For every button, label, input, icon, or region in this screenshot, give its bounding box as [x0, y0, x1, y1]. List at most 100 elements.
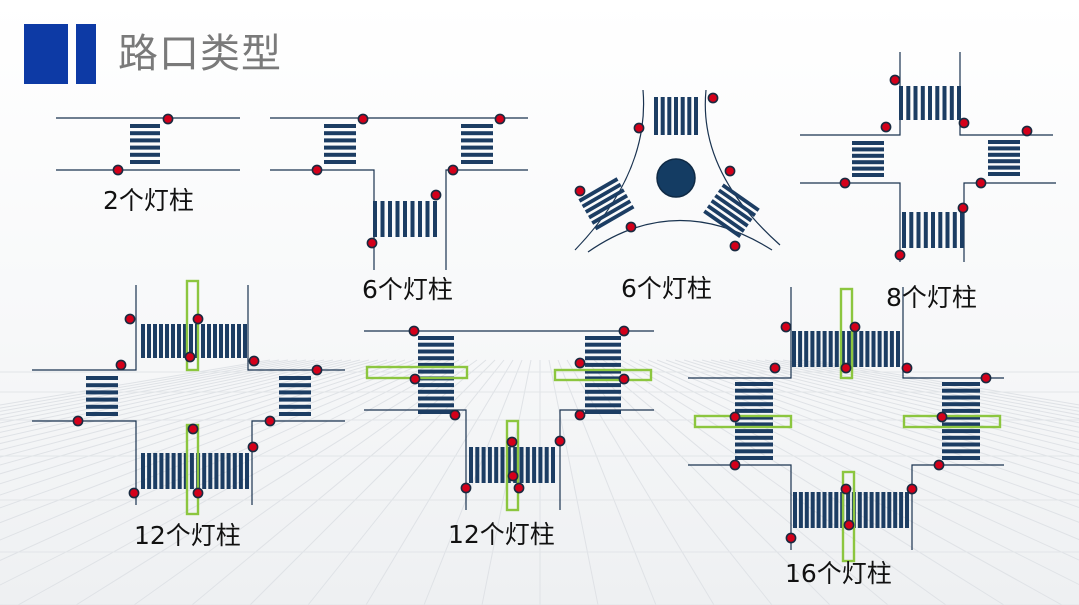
crosswalk-stripe: [500, 447, 505, 483]
floor-grid-line: [0, 359, 388, 475]
floor-grid-line: [0, 359, 361, 451]
crosswalk-stripe: [871, 331, 876, 367]
median-island: [841, 470, 856, 563]
crosswalk-stripe: [853, 331, 858, 367]
crosswalk-stripe: [232, 453, 237, 489]
light-pole-marker: [430, 189, 442, 201]
crosswalk-stripe: [942, 449, 980, 454]
crosswalk-stripe: [214, 453, 219, 489]
light-pole-marker: [618, 325, 630, 337]
light-pole-marker: [72, 415, 84, 427]
crosswalk-stripe: [949, 86, 954, 120]
crosswalk-stripe: [153, 453, 158, 489]
crosswalk-stripe: [988, 165, 1020, 170]
crosswalk-stripe: [816, 492, 821, 528]
crosswalk-stripe: [189, 324, 193, 358]
crosswalk-stripe: [988, 172, 1020, 176]
light-pole-marker: [840, 483, 852, 495]
crosswalk-stripe: [952, 212, 957, 248]
crosswalk: [86, 376, 118, 416]
crosswalk-stripe: [896, 331, 900, 367]
light-pole-marker: [574, 185, 586, 197]
light-pole-marker: [311, 164, 323, 176]
crosswalk-stripe: [735, 415, 773, 420]
crosswalk-stripe: [680, 97, 685, 135]
crosswalk-stripe: [585, 342, 621, 347]
crosswalk: [373, 201, 437, 237]
floor-grid-line: [782, 359, 1079, 416]
crosswalk-stripe: [551, 447, 555, 483]
crosswalk-stripe: [201, 324, 205, 358]
crosswalk-stripe: [207, 324, 211, 358]
crosswalk-stripe: [532, 447, 537, 483]
crosswalk-stripe: [793, 492, 797, 528]
crosswalk: [942, 382, 980, 460]
crosswalk-stripe: [506, 447, 511, 483]
crosswalk-stripe: [225, 324, 229, 358]
light-pole-marker: [840, 362, 852, 374]
crosswalk-stripe: [847, 331, 852, 367]
road-edge: [959, 52, 1053, 136]
floor-grid-line: [629, 359, 1079, 586]
crosswalk-stripe: [171, 324, 175, 358]
floor-grid-line: [674, 359, 1079, 496]
crosswalk-stripe: [942, 408, 980, 413]
light-pole-marker: [248, 355, 260, 367]
floor-grid-line: [548, 359, 599, 605]
crosswalk: [852, 141, 884, 177]
crosswalk-stripe: [494, 447, 499, 483]
caption-crossroad: 8个灯柱: [886, 283, 977, 312]
light-pole-marker: [574, 357, 586, 369]
crosswalk-stripe: [852, 141, 884, 145]
crosswalk-stripe: [373, 201, 377, 237]
crosswalk-stripe: [687, 97, 692, 135]
floor-grid-line: [737, 359, 1079, 439]
caption-t-junction: 6个灯柱: [362, 275, 453, 304]
crosswalk-stripe: [585, 349, 621, 354]
light-pole-marker: [513, 482, 525, 494]
light-pole-marker: [901, 362, 913, 374]
floor-grid-line: [557, 359, 657, 605]
crosswalk-stripe: [942, 382, 980, 386]
crosswalk-stripe: [906, 86, 911, 120]
crosswalk-stripe: [735, 382, 773, 386]
crosswalk-stripe: [418, 349, 454, 354]
crosswalk-stripe: [461, 152, 493, 157]
crosswalk-stripe: [153, 324, 157, 358]
light-pole-marker: [936, 411, 948, 423]
road-edge: [559, 409, 654, 510]
crosswalk-stripe: [721, 183, 760, 212]
crosswalk-stripe: [418, 342, 454, 347]
crosswalk-stripe: [243, 324, 247, 358]
crosswalk-stripe: [988, 146, 1020, 151]
crosswalk-stripe: [942, 429, 980, 434]
crosswalk-stripe: [578, 177, 619, 203]
road-edge: [270, 169, 375, 270]
crosswalk-stripe: [380, 201, 385, 237]
crosswalk-stripe: [942, 388, 980, 393]
crosswalk-stripe: [585, 396, 621, 401]
crosswalk-stripe: [279, 390, 311, 395]
crosswalk-stripe: [461, 138, 493, 143]
crosswalk-stripe: [942, 435, 980, 440]
title-accent-bar: [24, 24, 96, 84]
road-edge: [587, 219, 773, 253]
crosswalk-stripe: [279, 376, 311, 380]
crosswalk-stripe: [585, 410, 621, 414]
floor-grid-line: [566, 359, 715, 605]
crosswalk-stripe: [928, 86, 932, 120]
road-edge: [251, 420, 345, 505]
crosswalk-stripe: [418, 383, 454, 388]
crosswalk-stripe: [654, 97, 658, 135]
light-pole-marker: [366, 237, 378, 249]
crosswalk-stripe: [418, 389, 454, 394]
crosswalk: [141, 324, 247, 358]
crosswalk-stripe: [130, 160, 160, 164]
crosswalk-stripe: [988, 152, 1020, 157]
floor-grid-line: [0, 359, 370, 458]
road-edge: [688, 287, 792, 379]
light-pole-marker: [192, 487, 204, 499]
light-pole-marker: [724, 165, 736, 177]
caption-crossroad-median: 12个灯柱: [134, 521, 241, 550]
